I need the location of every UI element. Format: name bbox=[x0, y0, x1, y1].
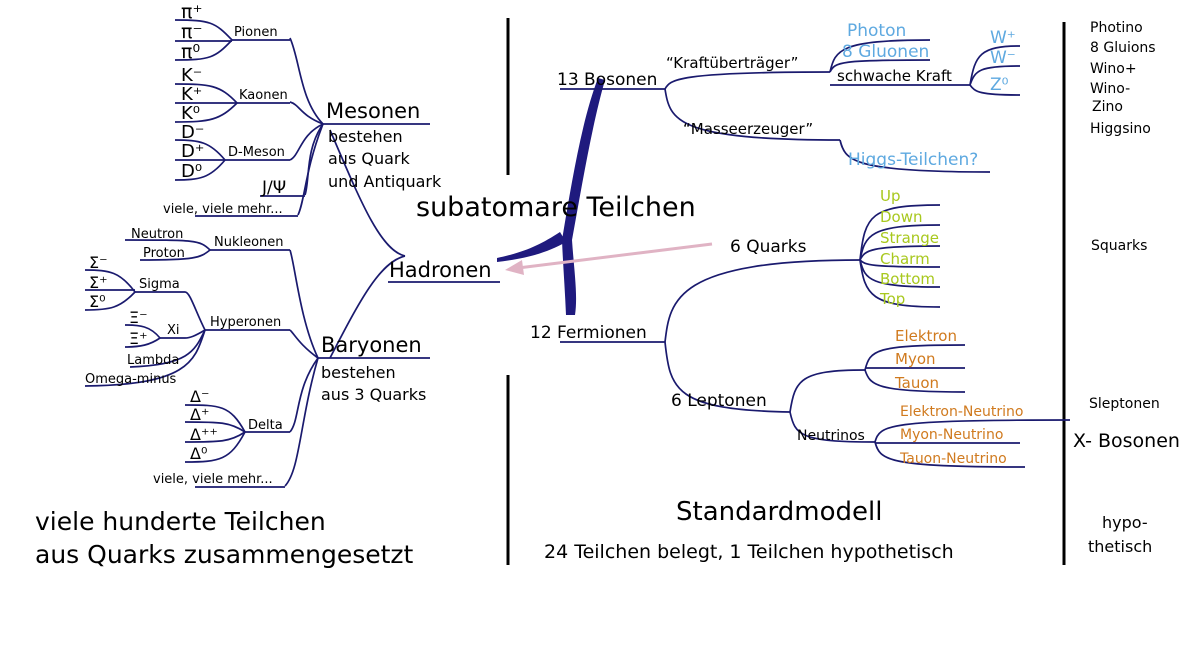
quarks-label: 6 Quarks bbox=[730, 237, 807, 257]
hadron-caption-2: aus Quarks zusammengesetzt bbox=[35, 540, 414, 569]
susy-photino: Photino bbox=[1090, 20, 1143, 36]
pion-plus: π⁺ bbox=[181, 1, 202, 23]
neutron: Neutron bbox=[131, 227, 183, 242]
main-title: subatomare Teilchen bbox=[416, 192, 696, 223]
baryonen-desc-2: aus 3 Quarks bbox=[321, 385, 426, 404]
lambda: Lambda bbox=[127, 353, 179, 368]
susy-higgsino: Higgsino bbox=[1090, 121, 1151, 137]
jpsi: J/Ψ bbox=[261, 178, 286, 198]
masse-label: “Masseerzeuger” bbox=[683, 120, 813, 138]
quark-up: Up bbox=[880, 187, 901, 205]
susy-hypo-1: hypo- bbox=[1102, 513, 1148, 532]
higgs: Higgs-Teilchen? bbox=[848, 150, 978, 170]
hyperonen-label: Hyperonen bbox=[210, 315, 281, 330]
mesonen-title: Mesonen bbox=[326, 99, 420, 123]
mesonen-desc-3: und Antiquark bbox=[328, 172, 442, 191]
d-plus: D⁺ bbox=[181, 141, 204, 162]
neutrinos-label: Neutrinos bbox=[797, 428, 865, 444]
xi-label: Xi bbox=[167, 323, 180, 338]
mesonen-desc-1: bestehen bbox=[328, 127, 403, 146]
mesonen-more: viele, viele mehr... bbox=[163, 202, 283, 217]
gluonen: 8 Gluonen bbox=[842, 42, 929, 62]
lepton-elektron: Elektron bbox=[895, 327, 957, 345]
sigma-zero: Σ⁰ bbox=[89, 292, 106, 311]
xi-plus: Ξ⁺ bbox=[129, 329, 148, 348]
hadronen-label: Hadronen bbox=[389, 258, 492, 282]
baryonen-more: viele, viele mehr... bbox=[153, 472, 273, 487]
delta-zero: Δ⁰ bbox=[190, 444, 207, 463]
pion-zero: π⁰ bbox=[181, 41, 200, 63]
neutrino-mu: Myon-Neutrino bbox=[900, 427, 1003, 443]
quark-strange: Strange bbox=[880, 229, 939, 247]
susy-zino: Zino bbox=[1092, 99, 1123, 115]
d-minus: D⁻ bbox=[181, 122, 204, 143]
delta-plusplus: Δ⁺⁺ bbox=[190, 425, 218, 444]
baryonen-title: Baryonen bbox=[321, 333, 422, 357]
lepton-tauon: Tauon bbox=[894, 374, 939, 392]
delta-label: Delta bbox=[248, 418, 283, 433]
mesonen-desc-2: aus Quark bbox=[328, 149, 410, 168]
quark-charm: Charm bbox=[880, 250, 930, 268]
quark-bottom: Bottom bbox=[880, 270, 935, 288]
hub-shape bbox=[562, 78, 605, 315]
nukleonen-label: Nukleonen bbox=[214, 235, 284, 250]
omega-minus: Omega-minus bbox=[85, 372, 177, 387]
proton: Proton bbox=[143, 246, 185, 261]
quarks-arrow bbox=[517, 242, 713, 270]
lepton-myon: Myon bbox=[895, 350, 936, 368]
neutrino-e: Elektron-Neutrino bbox=[900, 404, 1023, 420]
sm-title: Standardmodell bbox=[676, 497, 882, 527]
w-minus: W⁻ bbox=[990, 48, 1016, 68]
susy-sleptonen: Sleptonen bbox=[1089, 396, 1160, 412]
pionen-label: Pionen bbox=[234, 25, 278, 40]
susy-gluions: 8 Gluions bbox=[1090, 40, 1156, 56]
bosonen-label: 13 Bosonen bbox=[557, 70, 657, 90]
photon: Photon bbox=[847, 21, 906, 41]
susy-hypo-2: thetisch bbox=[1088, 537, 1152, 556]
hub-to-hadronen bbox=[497, 232, 566, 262]
d-zero: D⁰ bbox=[181, 161, 202, 182]
baryonen-desc-1: bestehen bbox=[321, 363, 396, 382]
sm-subtitle: 24 Teilchen belegt, 1 Teilchen hypotheti… bbox=[544, 541, 954, 563]
kaonen-label: Kaonen bbox=[239, 88, 288, 103]
susy-xbosonen: X- Bosonen bbox=[1073, 430, 1180, 452]
delta-plus: Δ⁺ bbox=[190, 405, 209, 424]
delta-minus: Δ⁻ bbox=[190, 387, 209, 406]
kaon-zero: K⁰ bbox=[181, 103, 200, 124]
leptonen-label: 6 Leptonen bbox=[671, 391, 767, 411]
susy-wino-minus: Wino- bbox=[1090, 81, 1130, 97]
kaon-minus: K⁻ bbox=[181, 65, 202, 86]
quarks-arrowhead bbox=[505, 260, 524, 275]
w-plus: W⁺ bbox=[990, 28, 1016, 48]
neutrino-tau: Tauon-Neutrino bbox=[899, 451, 1007, 467]
sm-lines bbox=[560, 39, 1071, 468]
quark-down: Down bbox=[880, 208, 923, 226]
schwache-kraft: schwache Kraft bbox=[837, 67, 952, 85]
xi-minus: Ξ⁻ bbox=[129, 308, 148, 327]
kaon-plus: K⁺ bbox=[181, 84, 202, 105]
kraft-label: “Kraftüberträger” bbox=[666, 54, 798, 72]
quark-top: Top bbox=[879, 290, 905, 308]
sigma-label: Sigma bbox=[139, 277, 180, 292]
sigma-plus: Σ⁺ bbox=[89, 273, 108, 292]
susy-wino-plus: Wino+ bbox=[1090, 61, 1137, 77]
fermionen-label: 12 Fermionen bbox=[530, 323, 647, 343]
sigma-minus: Σ⁻ bbox=[89, 253, 108, 272]
z-zero: Z⁰ bbox=[990, 75, 1009, 95]
hadron-lines bbox=[84, 19, 500, 488]
pion-minus: π⁻ bbox=[181, 21, 202, 43]
dmeson-label: D-Meson bbox=[228, 145, 285, 160]
hadron-caption-1: viele hunderte Teilchen bbox=[35, 507, 326, 536]
susy-squarks: Squarks bbox=[1091, 238, 1147, 254]
